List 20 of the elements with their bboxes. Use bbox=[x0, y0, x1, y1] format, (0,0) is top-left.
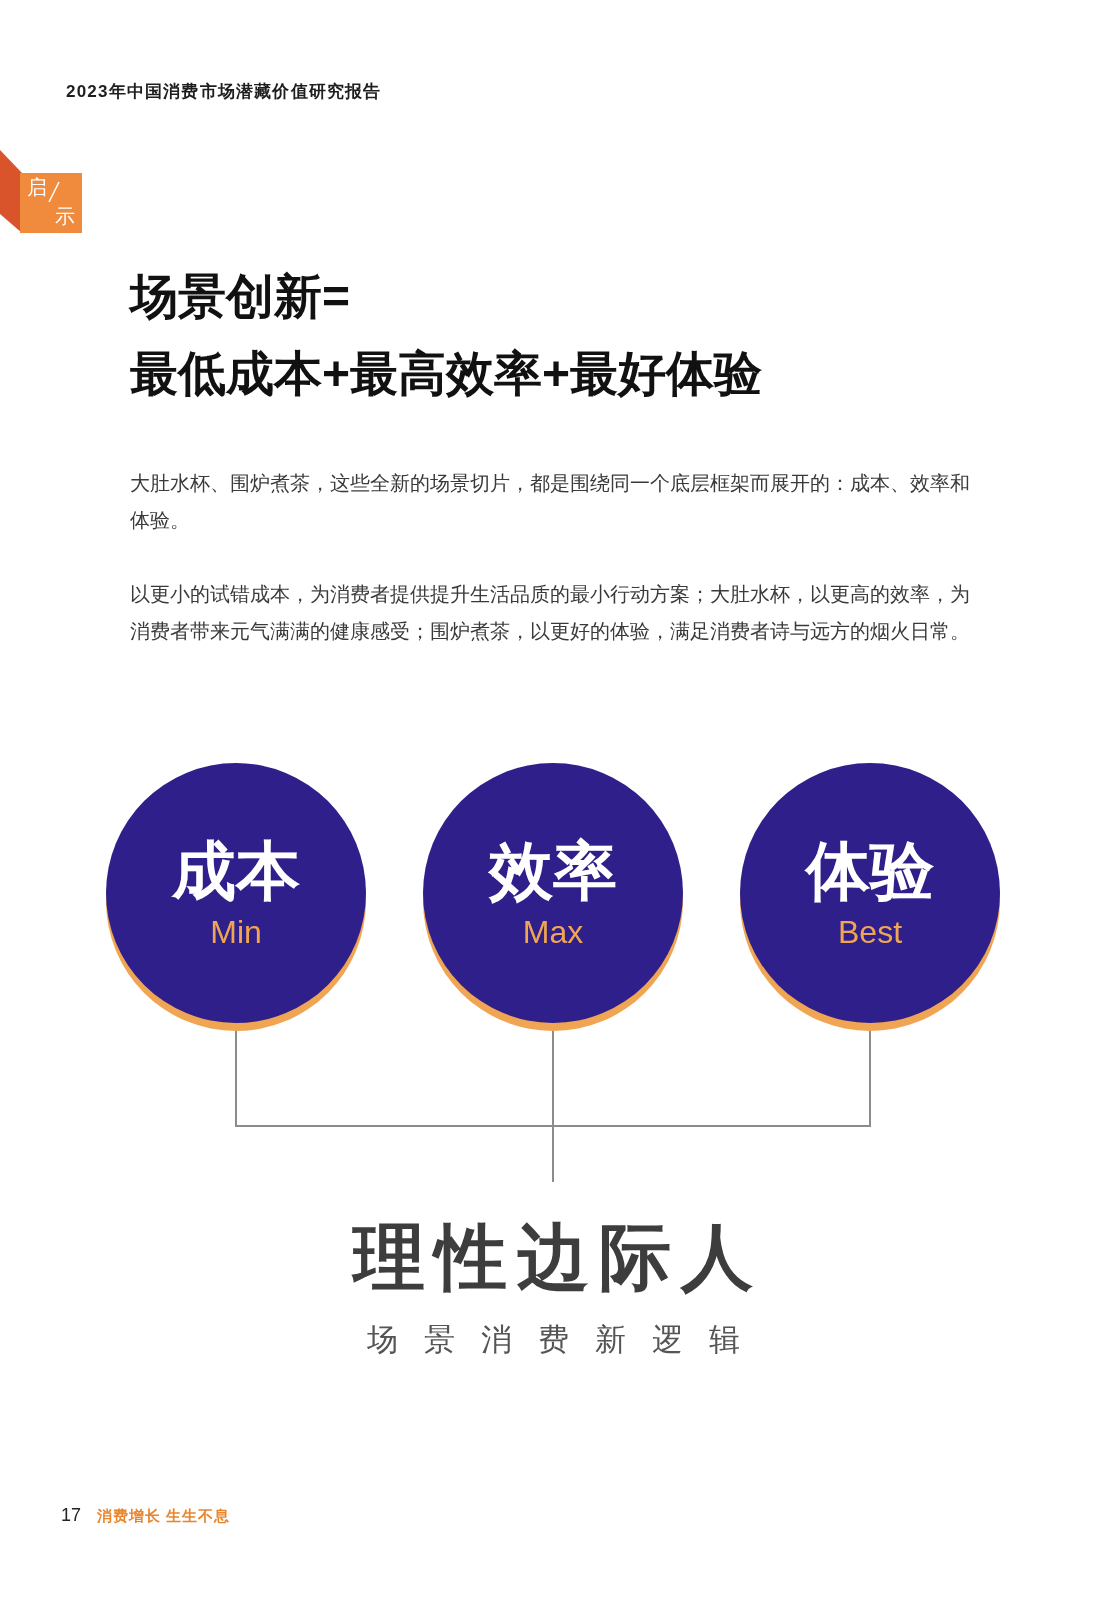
circle-heading: 成本 bbox=[172, 835, 300, 907]
connector-line bbox=[552, 1030, 871, 1183]
footer-slogan: 消费增长 生生不息 bbox=[97, 1506, 231, 1526]
circle-subheading: Min bbox=[210, 913, 262, 951]
conclusion-heading: 理性边际人 bbox=[353, 1216, 763, 1299]
body-paragraph: 以更小的试错成本，为消费者提供提升生活品质的最小行动方案；大肚水杯，以更高的效率，为消费者带来元气满满的健康感受；围炉煮茶，以更好的体验，满足消费者诗与远方的烟火日常。 bbox=[130, 582, 970, 644]
tab-text: 示 bbox=[55, 205, 75, 227]
page-title: 场景创新=最低成本+最高效率+最好体验 bbox=[130, 269, 763, 402]
tab-text: 启 bbox=[27, 176, 47, 198]
concept-circle bbox=[423, 763, 683, 1031]
circle-subheading: Max bbox=[522, 913, 584, 951]
concept-circle bbox=[106, 763, 366, 1031]
running-header: 2023年中国消费市场潜藏价值研究报告 bbox=[66, 81, 382, 103]
conclusion-subheading: 场景消费新逻辑 bbox=[366, 1321, 766, 1359]
body-paragraph: 大肚水杯、围炉煮茶，这些全新的场景切片，都是围绕同一个底层框架而展开的：成本、效率和体验。 bbox=[130, 471, 970, 533]
circle-subheading: Best bbox=[838, 913, 902, 951]
page-number: 17 bbox=[61, 1504, 82, 1526]
concept-circle bbox=[740, 763, 1000, 1031]
circle-heading: 体验 bbox=[806, 835, 934, 907]
circle-heading: 效率 bbox=[489, 835, 617, 907]
